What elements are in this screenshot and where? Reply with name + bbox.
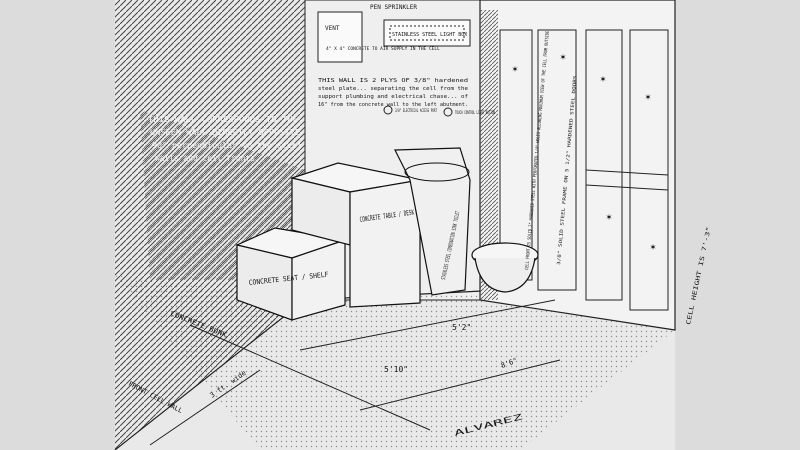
light-box: [383, 19, 471, 47]
vent-note: 4" X 4" CONCRETE TO AIR SUPPLY IN THE CE…: [326, 46, 440, 52]
steel-note-line-2: steel plate... separating the cell from …: [318, 86, 468, 92]
steel-column: [480, 10, 498, 300]
dim-1: 5'2": [452, 323, 471, 332]
button-icon: [443, 107, 453, 117]
left-wall-note-line-1: THIS WALL CORRESPONDS TO THE: [148, 115, 298, 124]
star-icon: ✶: [606, 212, 612, 223]
steel-note-line-4: 16" from the concrete wall to the left a…: [318, 102, 468, 108]
vent-label: VENT: [325, 25, 340, 32]
dim-2: 5'10": [384, 365, 408, 374]
star-icon: ✶: [600, 74, 606, 85]
door-stars: ✶ ✶ ✶ ✶ ✶ ✶: [512, 52, 656, 253]
star-icon: ✶: [645, 92, 651, 103]
dim-line-3: [359, 359, 561, 411]
door-panel-4: [629, 29, 669, 311]
receptacle-2: TOUCH CONTROL LIGHT BUTTON: [455, 110, 495, 116]
sink-basin: [404, 162, 470, 182]
outlet-icon: [383, 105, 393, 115]
dim-line-2: [299, 299, 556, 351]
door-panel-2: [537, 29, 577, 291]
sink-unit: [394, 147, 471, 296]
door-panel-3: [585, 29, 623, 301]
left-wall-note-line-4: walls and cell fronts: [155, 154, 255, 163]
left-wall-note-line-3: 90° perpendicular to the steel: [152, 141, 302, 150]
top-label: PEN SPRINKLER: [370, 4, 417, 11]
left-wall-note-line-2: UNSEEN WALL DIRECTLY OPPOSITE: [150, 128, 300, 137]
height-note: CELL HEIGHT IS 7'-3": [685, 226, 713, 325]
concrete-seat-side: [291, 239, 346, 321]
steel-note-line-3: support plumbing and electrical chase...…: [318, 94, 468, 100]
star-icon: ✶: [512, 64, 518, 75]
steel-note-line-1: THIS WALL IS 2 PLYS OF 3/8" hardened: [318, 78, 468, 84]
star-icon: ✶: [650, 242, 656, 253]
dim-line-4: [149, 369, 261, 446]
vent: [317, 11, 363, 63]
light-box-label: STAINLESS STEEL LIGHT BOX: [392, 32, 467, 38]
floor: [115, 275, 675, 450]
star-icon: ✶: [560, 52, 566, 63]
dim-line-1: [189, 324, 431, 431]
receptacle-1: 3/8" ELECTRICAL ACCESS PORT: [395, 108, 437, 114]
concrete-desk-side: [349, 179, 421, 308]
